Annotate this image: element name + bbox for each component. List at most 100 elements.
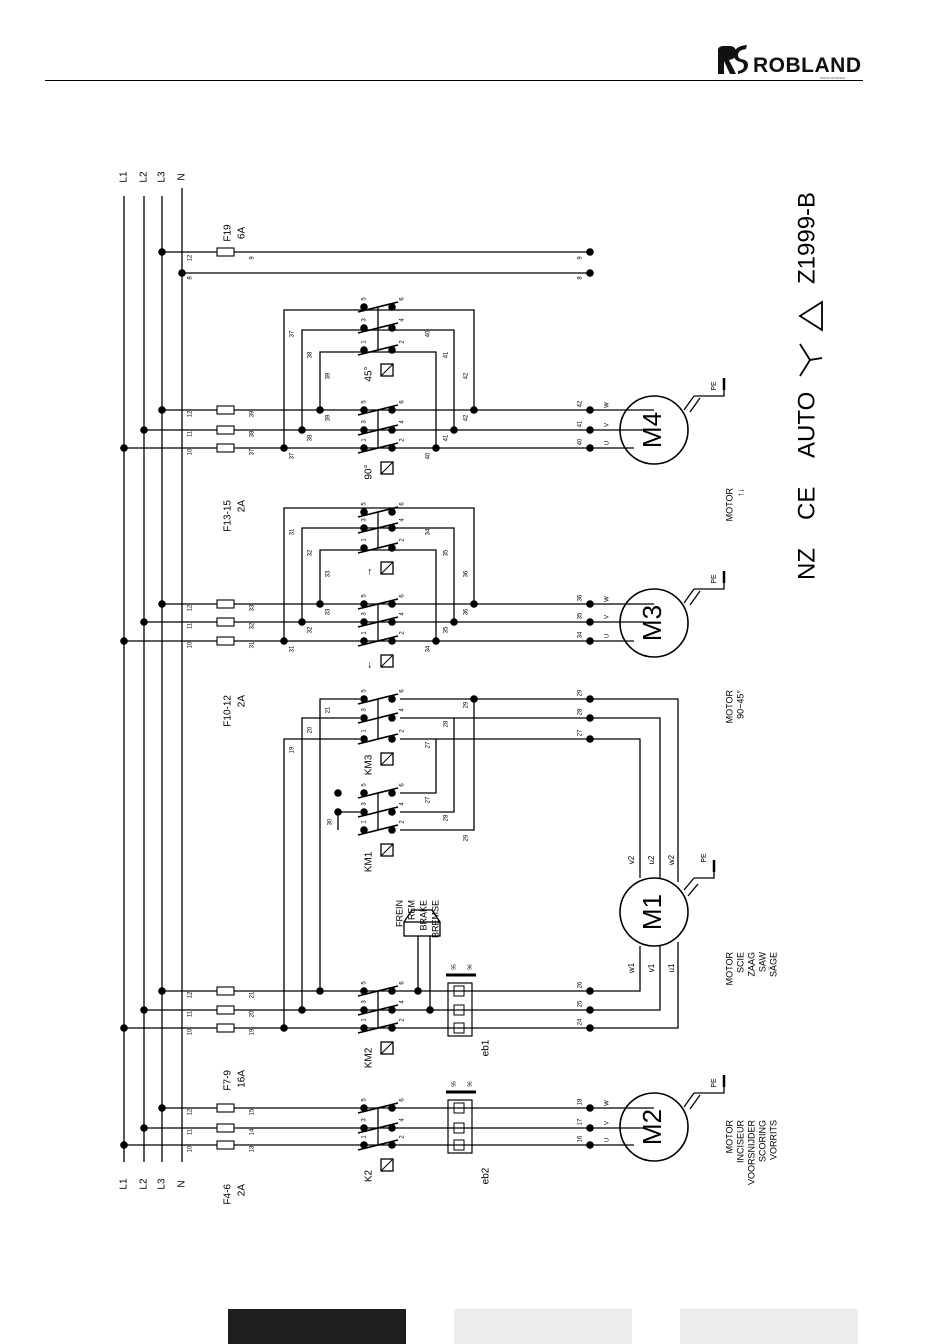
junction-dot — [470, 600, 478, 608]
wire-number: 38 — [250, 430, 256, 437]
fuse-body — [216, 1140, 235, 1150]
junction-dot — [334, 789, 342, 797]
junction-dot — [388, 618, 396, 626]
reversing-wire — [283, 309, 475, 448]
contact-number: 2 — [400, 631, 406, 635]
terminal-number: 42 — [578, 400, 584, 407]
wire-number: 39 — [250, 410, 256, 417]
junction-dot — [388, 1104, 396, 1112]
line-number: 10 — [188, 1028, 194, 1035]
footer-tab-1[interactable] — [228, 1309, 406, 1344]
terminal-number: 29 — [578, 689, 584, 696]
junction-dot — [360, 1104, 368, 1112]
motor-circle — [619, 1092, 689, 1162]
contact-number: 2 — [400, 340, 406, 344]
footer-tab-3[interactable] — [680, 1309, 858, 1344]
brake-label: BREMSE — [430, 900, 440, 938]
reversing-wire — [319, 351, 437, 448]
junction-dot — [280, 637, 288, 645]
contact-number: 4 — [400, 420, 406, 424]
fuse-body — [216, 1103, 235, 1113]
wire-number: 35 — [444, 626, 450, 633]
m1-lead-v1 — [590, 946, 661, 1011]
wire-number: 33 — [326, 608, 332, 615]
junction-dot — [360, 508, 368, 516]
motor-id: M1 — [637, 894, 667, 930]
terminal-number: 24 — [578, 1018, 584, 1025]
contact-number: 3 — [362, 318, 368, 322]
line-number: 10 — [188, 1145, 194, 1152]
wire-number: 27 — [426, 796, 432, 803]
junction-dot — [360, 1124, 368, 1132]
wire-number: 19 — [250, 1028, 256, 1035]
winding-label: u1 — [667, 963, 676, 972]
junction-dot — [360, 346, 368, 354]
terminal-number: 28 — [578, 708, 584, 715]
wire-number: 41 — [444, 351, 450, 358]
junction-dot — [450, 618, 458, 626]
contact-number: 1 — [362, 820, 368, 824]
wire-number: 28 — [444, 814, 450, 821]
km1-link-27 — [400, 739, 437, 794]
terminal-number: 16 — [578, 1135, 584, 1142]
pe-lead — [683, 395, 695, 411]
pe-label: PE — [711, 574, 718, 584]
fuse-id: F7-9 — [223, 1070, 234, 1091]
junction-dot — [388, 789, 396, 797]
pe-lead — [689, 1094, 701, 1110]
wire-number: 21 — [250, 991, 256, 998]
contactor-label: KM2 — [364, 1047, 375, 1068]
title-part: AUTO — [793, 392, 820, 458]
supply-label-bottom: L2 — [139, 1178, 150, 1190]
delta-symbol-icon — [798, 300, 823, 332]
junction-dot — [316, 406, 324, 414]
overload-element — [453, 1004, 465, 1016]
contact-number: 5 — [362, 1098, 368, 1102]
line-number: 12 — [188, 991, 194, 998]
contact-number: 2 — [400, 729, 406, 733]
robland-mark-icon — [718, 45, 748, 74]
wire-number: 38 — [308, 434, 314, 441]
direction-label: 45° — [364, 366, 375, 381]
junction-dot — [388, 987, 396, 995]
junction-dot — [120, 1141, 128, 1149]
junction-dot — [298, 426, 306, 434]
m1-lead-u2 — [590, 717, 661, 878]
junction-dot — [388, 826, 396, 834]
junction-dot — [140, 1006, 148, 1014]
terminal-number: 25 — [578, 1000, 584, 1007]
star-symbol-icon — [799, 343, 823, 377]
junction-dot — [360, 987, 368, 995]
m1-lead-w2 — [590, 698, 679, 882]
m1-lead-v2 — [590, 738, 641, 878]
line-number: 12 — [188, 1108, 194, 1115]
motor-caption: SCORING — [757, 1120, 767, 1162]
km2-bypass-21 — [319, 698, 360, 991]
footer-tab-2[interactable] — [454, 1309, 632, 1344]
fuse-rating: 2A — [237, 500, 248, 513]
wire-number: 32 — [250, 622, 256, 629]
junction-dot — [360, 544, 368, 552]
reversing-wire — [283, 507, 475, 641]
wire-number: 20 — [308, 726, 314, 733]
wire-number: 12 — [188, 254, 194, 261]
wire-number: 40 — [426, 452, 432, 459]
terminal-number: 27 — [578, 729, 584, 736]
contact-number: 1 — [362, 340, 368, 344]
fuse-body — [216, 425, 235, 435]
motor-caption: SÄGE — [768, 952, 778, 977]
contact-number: 6 — [400, 783, 406, 787]
pe-lead — [689, 397, 701, 413]
reversing-wire — [301, 329, 455, 430]
line-number: 11 — [188, 1128, 194, 1135]
reversing-wire — [301, 527, 455, 622]
junction-dot — [360, 1006, 368, 1014]
km1-link-28 — [400, 718, 455, 813]
junction-dot — [360, 789, 368, 797]
wire-number: 34 — [426, 645, 432, 652]
line-number: 11 — [188, 1010, 194, 1017]
contactor-label: KM1 — [364, 851, 375, 872]
junction-dot — [388, 600, 396, 608]
fuse-rating: 2A — [237, 695, 248, 708]
fuse-id: F13-15 — [223, 500, 234, 532]
